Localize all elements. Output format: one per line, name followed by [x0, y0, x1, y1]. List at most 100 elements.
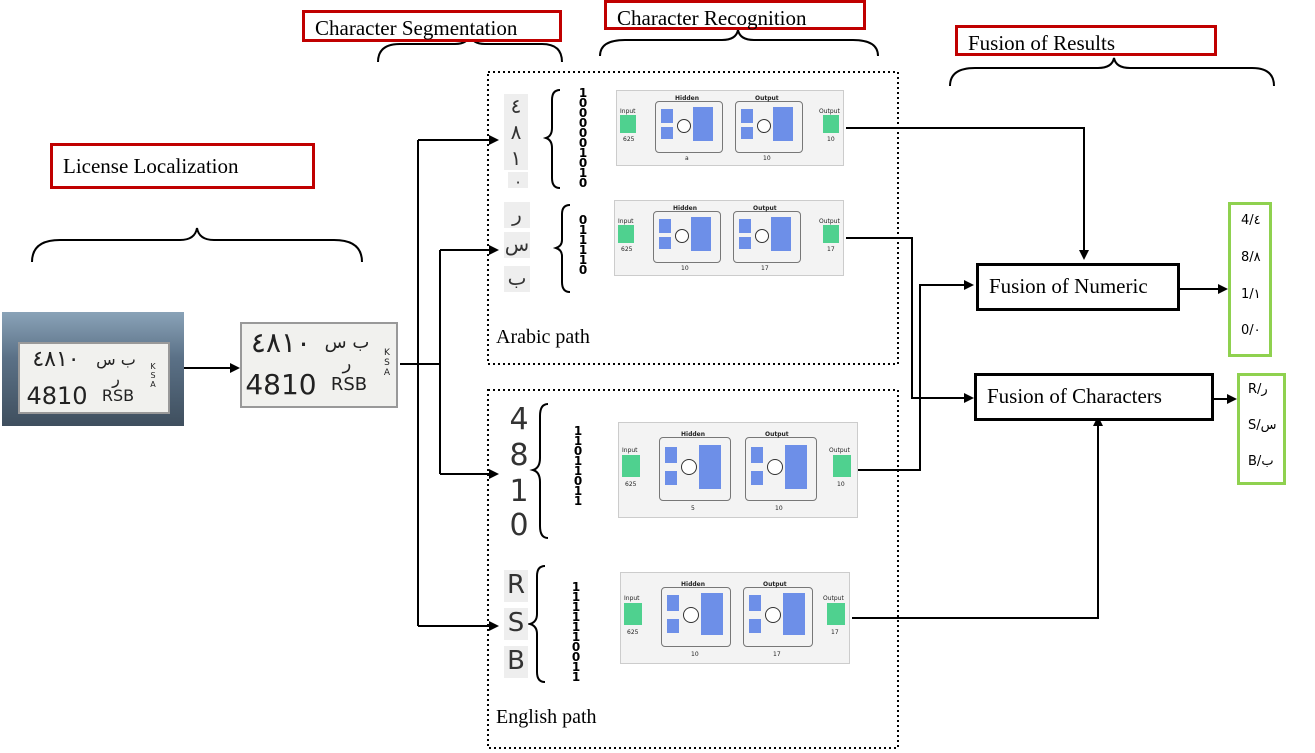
weight-icon	[661, 109, 673, 123]
cropped-plate-arabic-letters: ب س ر	[324, 332, 370, 374]
character-recognition-title: Character Recognition	[604, 0, 866, 30]
arabic-digit-char-4: ٠	[508, 172, 528, 191]
weight-icon	[739, 219, 751, 233]
english-digit-char-2: 8	[509, 438, 529, 473]
cropped-plate-arabic-digits: ٤٨١٠	[250, 326, 312, 359]
arabic-letter-char-1: ر	[504, 202, 530, 228]
sum-icon	[681, 459, 697, 475]
english-digit-char-4: 0	[509, 508, 529, 543]
character-results-box: R/ر S/س B/ب	[1237, 373, 1286, 485]
license-localization-title: License Localization	[50, 143, 315, 189]
bias-icon	[659, 237, 671, 249]
brace-arabic-letters	[552, 204, 571, 293]
bias-icon	[751, 471, 763, 485]
cropped-plate-latin-digits: 4810	[245, 368, 317, 401]
english-digit-network: Input 625 Hidden 5 Output 10 Output 10	[618, 422, 858, 518]
car-plate-latin-digits: 4810	[26, 382, 88, 410]
sum-icon	[755, 229, 769, 243]
cropped-plate: ٤٨١٠ ب س ر 4810 RSB KSA	[240, 322, 398, 408]
bias-icon	[665, 471, 677, 485]
softmax-icon	[771, 217, 791, 251]
output-node-icon	[823, 225, 839, 243]
fusion-of-characters-box: Fusion of Characters	[974, 373, 1214, 421]
output-layer	[735, 101, 803, 153]
english-letter-network: Input 625 Hidden 10 Output 17 Output 17	[620, 572, 850, 664]
sum-icon	[677, 119, 691, 133]
numeric-result-4: 0/٠	[1241, 323, 1261, 338]
sigmoid-icon	[691, 217, 711, 251]
car-plate-country: KSA	[150, 362, 156, 389]
weight-icon	[665, 447, 677, 463]
numeric-result-1: 4/٤	[1241, 213, 1261, 228]
numeric-result-2: 8/٨	[1241, 250, 1261, 265]
character-result-3: B/ب	[1248, 454, 1274, 469]
numeric-result-3: 1/١	[1241, 287, 1261, 302]
numeric-results-box: 4/٤ 8/٨ 1/١ 0/٠	[1228, 202, 1272, 357]
sigmoid-icon	[693, 107, 713, 141]
bias-icon	[741, 127, 753, 139]
car-plate-arabic-digits: ٤٨١٠	[32, 347, 80, 372]
bias-icon	[749, 619, 761, 633]
input-node-icon	[620, 115, 636, 133]
fusion-of-numeric-box: Fusion of Numeric	[976, 263, 1180, 311]
english-digit-bits: 11011011	[573, 424, 583, 508]
hidden-layer	[661, 587, 731, 647]
weight-icon	[659, 219, 671, 233]
output-node-icon	[823, 115, 839, 133]
sigmoid-icon	[699, 445, 721, 489]
brace-recognition	[599, 29, 879, 57]
bias-icon	[739, 237, 751, 249]
character-result-1: R/ر	[1248, 382, 1268, 397]
bias-icon	[667, 619, 679, 633]
arabic-letter-char-3: ب	[504, 266, 530, 292]
arabic-digit-char-1: ٤	[504, 94, 528, 120]
car-photo: ٤٨١٠ ب س ر 4810 RSB KSA	[2, 312, 184, 426]
hidden-layer	[653, 211, 721, 263]
brace-english-digits	[529, 403, 549, 539]
english-digit-char-1: 4	[509, 402, 529, 437]
english-path-label: English path	[496, 706, 597, 728]
english-digit-char-3: 1	[509, 474, 529, 509]
arabic-digit-char-3: ١	[504, 146, 528, 170]
arabic-letter-network: Input 625 Hidden 10 Output 17 Output 17	[614, 200, 844, 276]
softmax-icon	[783, 593, 805, 635]
arabic-digit-bits: 1000001010	[578, 86, 588, 190]
brace-english-letters	[526, 565, 546, 683]
weight-icon	[741, 109, 753, 123]
arabic-letter-char-2: س	[504, 232, 530, 258]
sum-icon	[675, 229, 689, 243]
brace-localization	[31, 227, 363, 263]
sum-icon	[683, 607, 699, 623]
car-plate-latin-letters: RSB	[101, 386, 135, 405]
input-node-icon	[618, 225, 634, 243]
output-layer	[733, 211, 801, 263]
softmax-icon	[785, 445, 807, 489]
cropped-plate-country: KSA	[383, 348, 391, 378]
weight-icon	[749, 595, 761, 611]
brace-arabic-digits	[542, 89, 561, 189]
arabic-digit-char-2: ٨	[504, 120, 528, 146]
sigmoid-icon	[701, 593, 723, 635]
cropped-plate-latin-letters: RSB	[330, 374, 368, 395]
sum-icon	[765, 607, 781, 623]
hidden-layer	[659, 437, 731, 501]
car-plate: ٤٨١٠ ب س ر 4810 RSB KSA	[18, 342, 170, 414]
sum-icon	[767, 459, 783, 475]
input-node-icon	[624, 603, 642, 625]
weight-icon	[667, 595, 679, 611]
car-plate-arabic-letters: ب س ر	[96, 350, 136, 388]
input-node-icon	[622, 455, 640, 477]
output-node-icon	[833, 455, 851, 477]
arabic-path-label: Arabic path	[496, 326, 590, 348]
fusion-of-results-title: Fusion of Results	[955, 25, 1217, 56]
character-segmentation-title: Character Segmentation	[302, 10, 562, 42]
bias-icon	[661, 127, 673, 139]
character-result-2: S/س	[1248, 418, 1277, 433]
hidden-layer	[655, 101, 723, 153]
arabic-letter-bits: 011110	[578, 213, 588, 277]
sum-icon	[757, 119, 771, 133]
english-letter-char-1: R	[504, 570, 528, 602]
brace-fusion	[949, 57, 1275, 87]
softmax-icon	[773, 107, 793, 141]
